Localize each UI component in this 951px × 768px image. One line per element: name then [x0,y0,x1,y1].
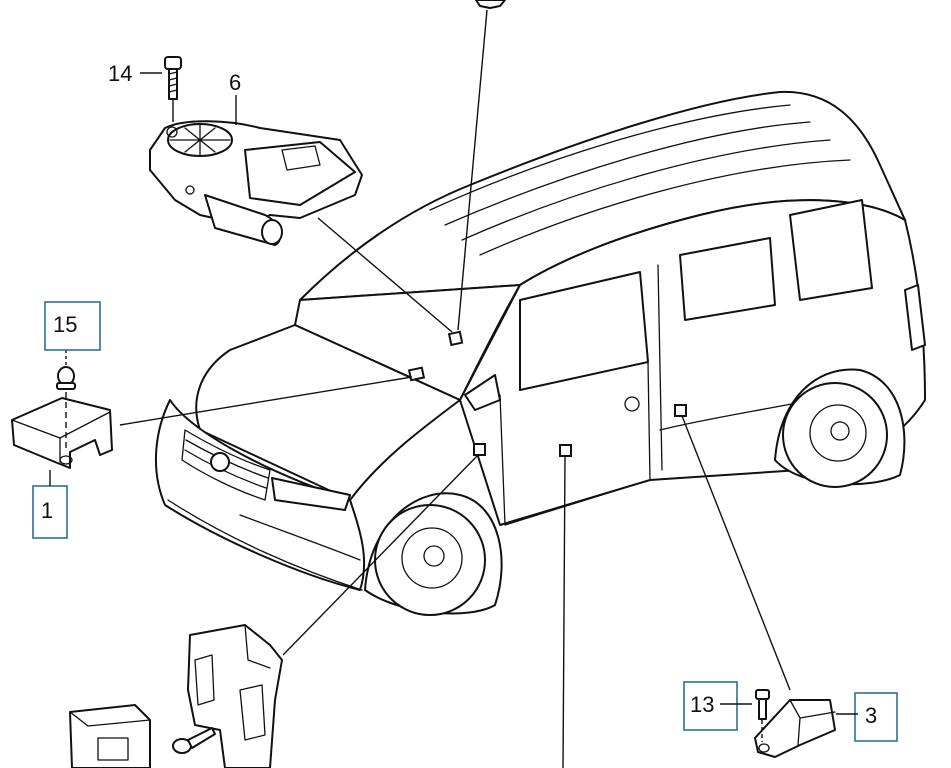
location-markers [407,330,687,457]
bracket-edge [244,624,271,669]
control-unit-mount-hole [59,455,73,465]
module-part [69,704,151,768]
bolt-head [164,56,182,70]
bolt-part-14 [164,56,182,122]
callout-6: 6 [229,70,241,95]
bracket-part [187,624,283,768]
sliding-door-line [657,264,663,471]
sensor-part-3 [754,699,836,758]
motor-mount-hole [166,126,178,138]
leader-line [457,9,488,331]
front-hub [423,545,445,567]
control-unit-body [11,397,113,469]
van-illustration [155,90,926,616]
module-edge [69,711,151,727]
sensor-body [754,699,836,758]
roof-groove [461,139,831,241]
module-box [69,704,151,768]
location-marker [559,444,572,457]
screw-part [172,727,216,754]
rear-hub [830,421,850,441]
bumper-line [167,499,363,591]
grille [181,429,271,501]
side-mirror [464,374,501,411]
location-marker [473,443,486,456]
location-marker [407,366,426,382]
side-window-middle [679,237,776,321]
rear-tire [782,382,888,488]
side-window-rear [789,199,873,301]
sensor-mount-hole [758,743,770,753]
top-clip-part-body [475,0,506,9]
bolt-part-13 [755,689,770,742]
roof-groove [444,121,811,226]
callout-15: 15 [53,312,77,337]
leader-line [317,217,453,333]
bolt-shank [758,698,767,720]
leader-line [119,376,413,426]
bracket-slot [194,654,215,706]
vw-badge [210,452,230,472]
motor-electronics-box [244,141,356,206]
bumper-line [239,514,361,561]
rear-wheel-rim [809,404,867,462]
callout-box-15 [44,301,101,351]
callout-3: 3 [865,703,877,728]
bracket-body [187,624,283,768]
roof-groove [479,159,851,256]
roof-groove [429,104,791,211]
front-door-outline [499,361,651,526]
motor-end-cap [261,219,283,245]
bolt-threads [168,71,178,93]
callout-box-3 [854,692,898,742]
control-unit-part-1 [11,397,113,469]
motor-connector [281,145,321,171]
door-handle [624,396,640,412]
sensor-edge [797,717,801,746]
location-marker [674,404,687,417]
front-wheel-rim [401,527,463,589]
window-motor-part [149,120,363,246]
callout-13: 13 [690,692,714,717]
module-connector [97,737,129,761]
callout-1: 1 [41,498,53,523]
bracket-slot [239,684,266,741]
tail-light [904,284,926,351]
leader-lines [119,9,791,768]
nut-part-15 [56,350,76,452]
top-clip-part [475,0,506,9]
headlight [271,477,351,511]
screw-shank [187,727,216,749]
bolt-head [755,689,770,700]
callout-box-13 [683,681,738,731]
front-tire [374,504,486,616]
location-marker [447,330,464,347]
gear-spokes [169,124,231,156]
leader-line [282,454,479,656]
leader-line [562,456,566,768]
nut-flange [56,382,76,390]
motor-mount-hole [185,185,195,195]
leader-line [681,415,791,691]
callout-14: 14 [108,61,132,86]
